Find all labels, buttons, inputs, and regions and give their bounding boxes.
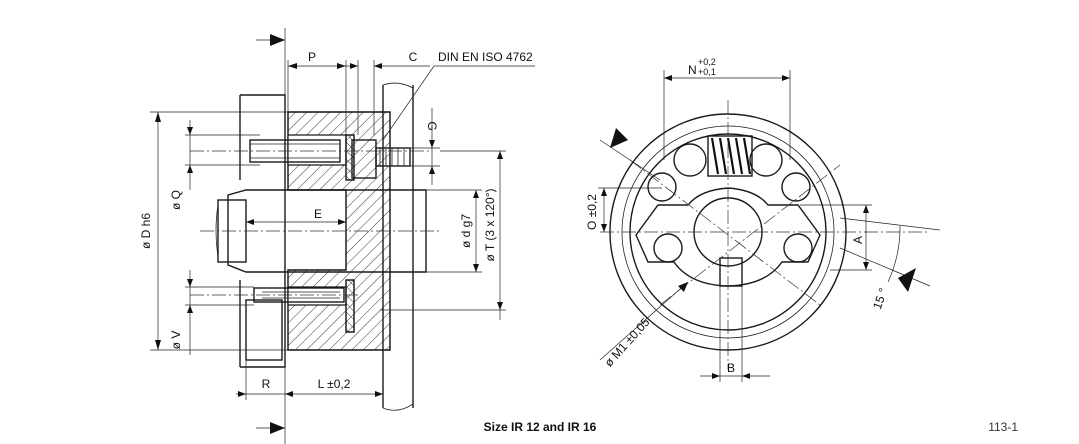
label-d: ø d g7 <box>459 214 473 248</box>
keyway <box>719 257 743 287</box>
label-Q: ø Q <box>169 190 183 210</box>
screw-hole-left <box>653 233 683 263</box>
front-view: N +0,2 +0,1 O ±0,2 A 15 ° ø M1 ±0,05 B <box>585 57 941 382</box>
label-L: L ±0,2 <box>318 377 351 391</box>
label-C: C <box>409 50 418 64</box>
ball-right <box>749 143 783 177</box>
label-N: N <box>688 63 697 77</box>
spring-plate-top <box>345 134 355 181</box>
label-E: E <box>314 207 322 221</box>
label-M1: ø M1 ±0,05 <box>602 315 653 370</box>
ball-left <box>673 143 707 177</box>
leader-din <box>382 65 535 141</box>
label-N-upper-tol: +0,2 <box>698 57 716 67</box>
label-T: ø T (3 x 120°) <box>483 188 497 261</box>
label-P: P <box>308 50 316 64</box>
arrow-top-left <box>610 128 628 148</box>
label-O: O ±0,2 <box>585 194 599 230</box>
label-angle: 15 ° <box>870 286 891 311</box>
spring <box>707 135 753 177</box>
inner-hub <box>635 187 821 287</box>
right-wall <box>382 85 414 408</box>
label-A: A <box>851 236 865 244</box>
arrow-top-reference <box>270 34 285 46</box>
label-N-lower-tol: +0,1 <box>698 67 716 77</box>
section-view: P C DIN EN ISO 4762 G ø Q ø D h6 E ø d g… <box>139 28 535 444</box>
spring-plate-bottom <box>345 279 355 333</box>
arrow-bottom-reference <box>270 422 285 434</box>
caption: Size IR 12 and IR 16 <box>484 420 597 434</box>
screw-hole-right <box>783 233 813 263</box>
label-R: R <box>262 377 271 391</box>
label-V: ø V <box>169 331 183 350</box>
figure-number: 113-1 <box>988 420 1018 434</box>
label-D: ø D h6 <box>139 213 153 249</box>
set-screw <box>375 147 411 167</box>
label-B: B <box>727 361 735 375</box>
label-G: G <box>425 121 439 130</box>
label-din: DIN EN ISO 4762 <box>438 50 533 64</box>
